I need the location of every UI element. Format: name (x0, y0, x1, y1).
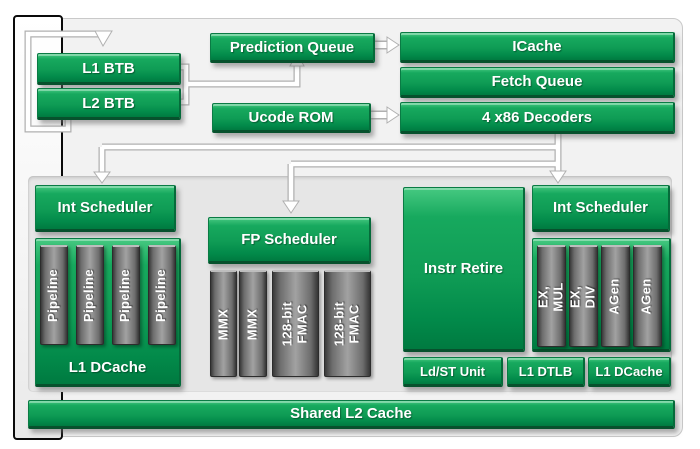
fmac-unit-label: 128-bit FMAC (331, 301, 362, 347)
ex-mul-unit: EX, MUL (535, 245, 566, 347)
agen-unit-label: AGen (607, 278, 623, 315)
int-scheduler-left-block: Int Scheduler (35, 185, 176, 232)
l1-dcache-right-block: L1 DCache (588, 357, 671, 387)
ex-div-unit: EX, DIV (567, 245, 598, 347)
x86-decoders-block: 4 x86 Decoders (400, 102, 675, 134)
fmac-unit: 128-bit FMAC (324, 270, 371, 377)
agen-unit: AGen (633, 245, 662, 347)
agen-unit-label: AGen (639, 278, 655, 315)
shared-l2-cache-block: Shared L2 Cache (28, 400, 675, 429)
dispatch-to-int-left-arrowhead-icon (93, 171, 111, 184)
dispatch-to-fp-arrowhead-icon (282, 200, 300, 214)
fmac-unit-label: 128-bit FMAC (279, 301, 310, 347)
pipeline-unit-label: Pipeline (45, 268, 61, 323)
pipeline-unit-label: Pipeline (153, 268, 169, 323)
l2-btb-block: L2 BTB (37, 88, 181, 120)
instr-retire-block: Instr Retire (403, 187, 525, 352)
prediction-to-icache-arrowhead-icon (386, 36, 400, 54)
agen-unit: AGen (601, 245, 630, 347)
l1-dtlb-block: L1 DTLB (507, 357, 585, 387)
loop-arrowhead-icon (94, 30, 113, 48)
mmx-unit-label: MMX (215, 308, 231, 340)
ldst-unit-block: Ld/ST Unit (403, 357, 503, 387)
mmx-unit: MMX (239, 270, 267, 377)
mmx-unit: MMX (210, 270, 237, 377)
l1-btb-block: L1 BTB (37, 53, 181, 85)
pipeline-unit: Pipeline (76, 245, 104, 345)
ucode-to-decoders-arrowhead-icon (386, 106, 400, 124)
prediction-queue-block: Prediction Queue (210, 33, 375, 63)
pipeline-unit-label: Pipeline (117, 268, 133, 323)
icache-block: ICache (400, 32, 675, 63)
mmx-unit-label: MMX (244, 308, 260, 340)
ex-div-unit-label: EX, DIV (567, 285, 598, 308)
pipeline-unit-label: Pipeline (81, 268, 97, 323)
pipeline-unit: Pipeline (40, 245, 68, 345)
ucode-rom-block: Ucode ROM (212, 103, 371, 133)
int-scheduler-right-block: Int Scheduler (532, 185, 670, 232)
fmac-unit: 128-bit FMAC (272, 270, 319, 377)
pipeline-unit: Pipeline (148, 245, 176, 345)
fetch-queue-block: Fetch Queue (400, 67, 675, 98)
ex-mul-unit-label: EX, MUL (535, 281, 566, 312)
fp-scheduler-block: FP Scheduler (208, 217, 371, 264)
dispatch-to-int-right-arrowhead-icon (549, 170, 567, 184)
l1-dcache-left-label: L1 DCache (68, 359, 147, 376)
pipeline-unit: Pipeline (112, 245, 140, 345)
